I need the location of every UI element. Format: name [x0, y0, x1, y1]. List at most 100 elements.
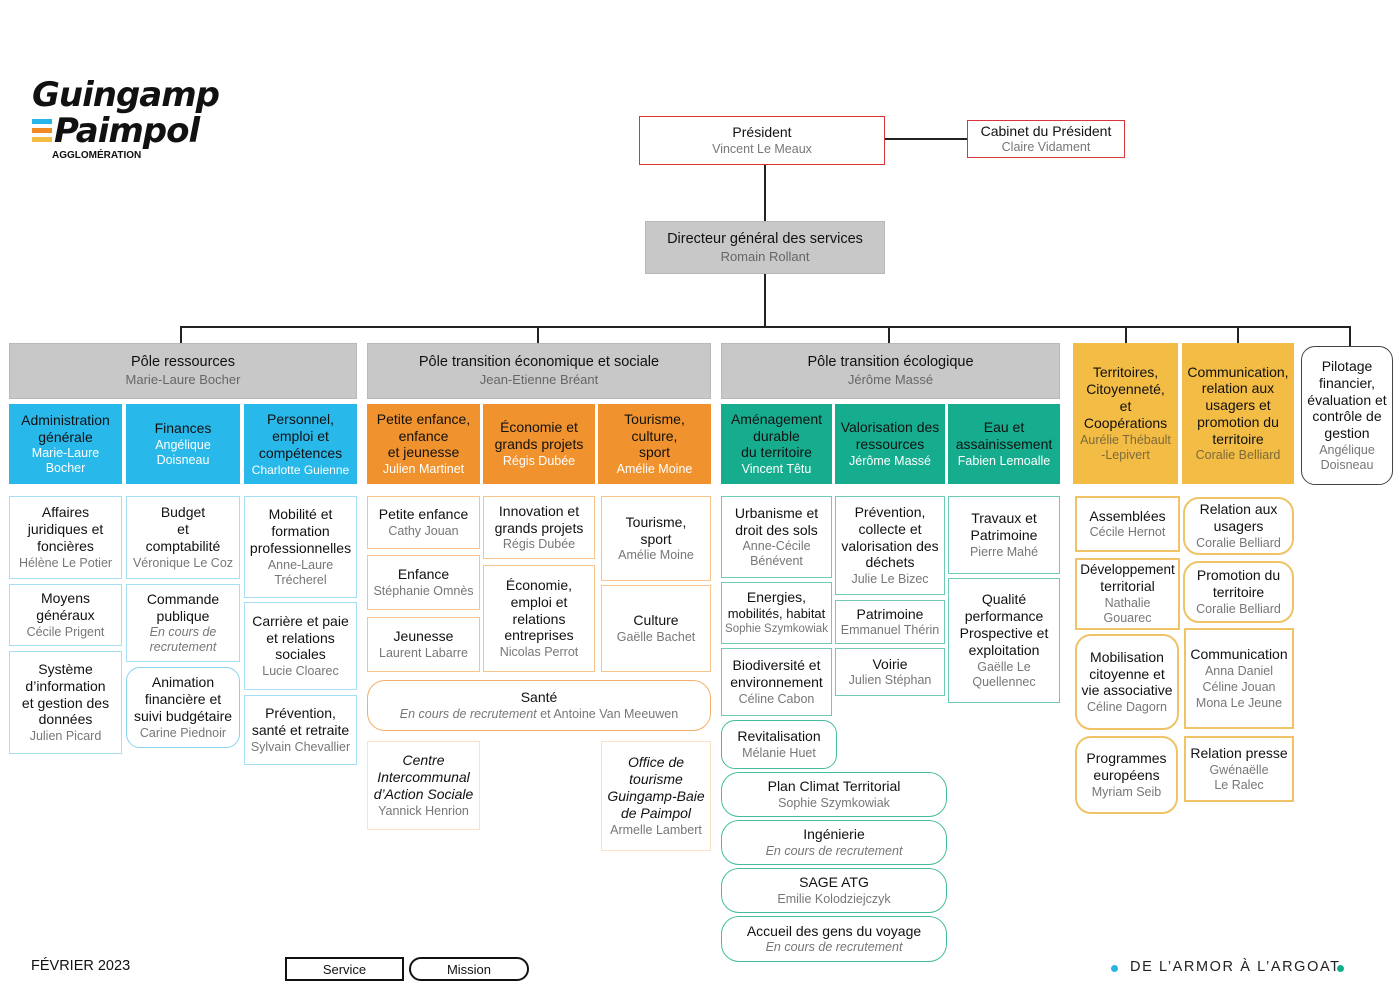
dir-valorisation: Valorisation des ressources Jérôme Massé — [835, 404, 945, 484]
service-head: Gwénaëlle — [1209, 762, 1269, 777]
service-head: Cécile Hernot — [1089, 525, 1166, 540]
dir-petite-enfance: Petite enfance, enfance et jeunesse Juli… — [367, 404, 480, 484]
service-title: Prospective et — [959, 625, 1049, 641]
dir-title: et jeunesse — [387, 444, 460, 461]
service-title: généraux — [36, 607, 95, 623]
dir-head: Julien Martinet — [382, 462, 465, 477]
service-head: Coralie Belliard — [1196, 535, 1281, 550]
service-title: et gestion des — [21, 694, 110, 711]
service-prevention-dechets: Prévention, collecte et valorisation des… — [835, 496, 945, 595]
dir-head: Bocher — [45, 461, 86, 476]
service-affaires-juridiques: Affaires juridiques et foncières Hélène … — [9, 496, 122, 579]
dir-personnel: Personnel, emploi et compétences Charlot… — [244, 404, 357, 484]
service-title: Commande — [146, 590, 220, 607]
service-title: Communication — [1190, 646, 1288, 663]
footer-dot-right — [1337, 965, 1344, 972]
president-box: Président Vincent Le Meaux — [639, 116, 885, 165]
service-qualite-performance: Qualité performance Prospective et explo… — [948, 578, 1060, 703]
service-systeme-information: Système d’information et gestion des don… — [9, 651, 122, 754]
service-title: et — [177, 521, 189, 538]
dir-title: sport — [638, 444, 671, 461]
service-title: grands projets — [494, 519, 584, 536]
service-title: Mobilité et — [268, 506, 333, 523]
dir-head: Vincent Têtu — [741, 462, 812, 477]
service-title: Système — [38, 660, 93, 677]
dir-title: usagers et — [1205, 397, 1271, 414]
service-head: Céline Cabon — [738, 691, 815, 706]
service-head: Emilie Kolodziejczyk — [777, 891, 891, 906]
service-petite-enfance: Petite enfance Cathy Jouan — [367, 496, 480, 549]
service-title: usagers — [1213, 518, 1264, 534]
service-economie-emploi: Économie, emploi et relations entreprise… — [483, 565, 595, 672]
service-head: Véronique Le Coz — [132, 555, 234, 570]
service-head: Bénévent — [750, 554, 803, 569]
service-title: Prévention, — [854, 503, 926, 520]
service-mobilite-formation: Mobilité et formation professionnelles A… — [244, 496, 357, 598]
dir-eau: Eau et assainissement Fabien Lemoalle — [948, 404, 1060, 484]
service-title: Energies, — [746, 589, 807, 606]
service-commande-publique: Commande publique En cours de recrutemen… — [126, 584, 240, 662]
service-title: citoyenne et — [1089, 665, 1165, 682]
service-head: Stéphanie Omnès — [373, 583, 474, 598]
service-title: vie associative — [1081, 682, 1173, 699]
service-title: Culture — [633, 612, 679, 629]
service-head: Gaëlle Le — [977, 659, 1031, 674]
service-title: d’information — [25, 677, 106, 694]
service-title: déchets — [865, 554, 915, 571]
legend-mission: Mission — [409, 957, 529, 981]
mission-plan-climat: Plan Climat Territorial Sophie Szymkowia… — [721, 772, 947, 817]
service-title: publique — [156, 607, 210, 624]
service-title: performance — [964, 608, 1044, 625]
service-title: exploitation — [968, 641, 1040, 658]
service-title: Santé — [520, 689, 558, 706]
service-voirie: Voirie Julien Stéphan — [835, 648, 945, 696]
connector — [180, 326, 182, 344]
dir-head: Charlotte Guienne — [251, 462, 350, 477]
dir-head: Angélique — [1319, 442, 1375, 457]
service-title: mobilités, habitat — [727, 606, 826, 622]
entity-head: Armelle Lambert — [610, 822, 702, 837]
dir-title: culture, — [631, 427, 678, 444]
dir-title: enfance — [398, 427, 449, 444]
logo: Guingamp Paimpol AGGLOMÉRATION — [30, 78, 240, 164]
mission-mobilisation-citoyenne: Mobilisation citoyenne et vie associativ… — [1075, 634, 1179, 730]
service-title: formation — [271, 523, 330, 540]
dir-head: Régis Dubée — [502, 453, 576, 468]
dir-communication: Communication, relation aux usagers et p… — [1182, 343, 1294, 484]
connector — [1237, 326, 1239, 343]
service-communication: Communication Anna Daniel Céline Jouan M… — [1184, 628, 1294, 729]
service-head: Nathalie — [1104, 595, 1151, 610]
dir-title: générale — [38, 428, 93, 445]
service-culture: Culture Gaëlle Bachet — [601, 585, 711, 672]
dgs-box: Directeur général des services Romain Ro… — [645, 221, 885, 274]
service-title: Prévention, — [265, 705, 336, 722]
service-title: juridiques et — [27, 521, 104, 538]
entity-title: Office de — [627, 754, 685, 771]
mission-ingenierie: Ingénierie En cours de recrutement — [721, 820, 947, 865]
dir-title: Administration — [21, 411, 110, 428]
president-name: Vincent Le Meaux — [712, 141, 812, 156]
service-title: droit des sols — [735, 521, 818, 538]
footer-dot-left — [1111, 965, 1118, 972]
service-head: Hélène Le Potier — [18, 555, 113, 570]
service-head: Anne-Laure — [267, 557, 334, 572]
service-title: Accueil des gens du voyage — [746, 922, 922, 939]
service-title: financière et — [144, 691, 222, 708]
service-head: Lucie Cloarec — [262, 664, 339, 679]
service-title: territorial — [1100, 578, 1155, 595]
service-moyens-generaux: Moyens généraux Cécile Prigent — [9, 584, 122, 646]
service-title: relations — [512, 610, 566, 627]
service-head: Emmanuel Thérin — [840, 623, 940, 638]
connector — [180, 326, 1350, 328]
dir-title: assainissement — [955, 436, 1053, 452]
service-head: En cours de recrutement — [765, 940, 903, 955]
pole-eco-sociale: Pôle transition économique et sociale Je… — [367, 343, 711, 399]
service-title: sociales — [275, 646, 326, 663]
connector — [537, 326, 539, 344]
service-title: Voirie — [872, 655, 908, 672]
service-head: Céline Jouan — [1202, 679, 1276, 694]
service-head: Laurent Labarre — [379, 645, 468, 660]
mission-sante: Santé En cours de recrutement et Antoine… — [367, 680, 711, 731]
service-head: Cécile Prigent — [26, 624, 105, 639]
service-head: Nicolas Perrot — [499, 645, 579, 660]
